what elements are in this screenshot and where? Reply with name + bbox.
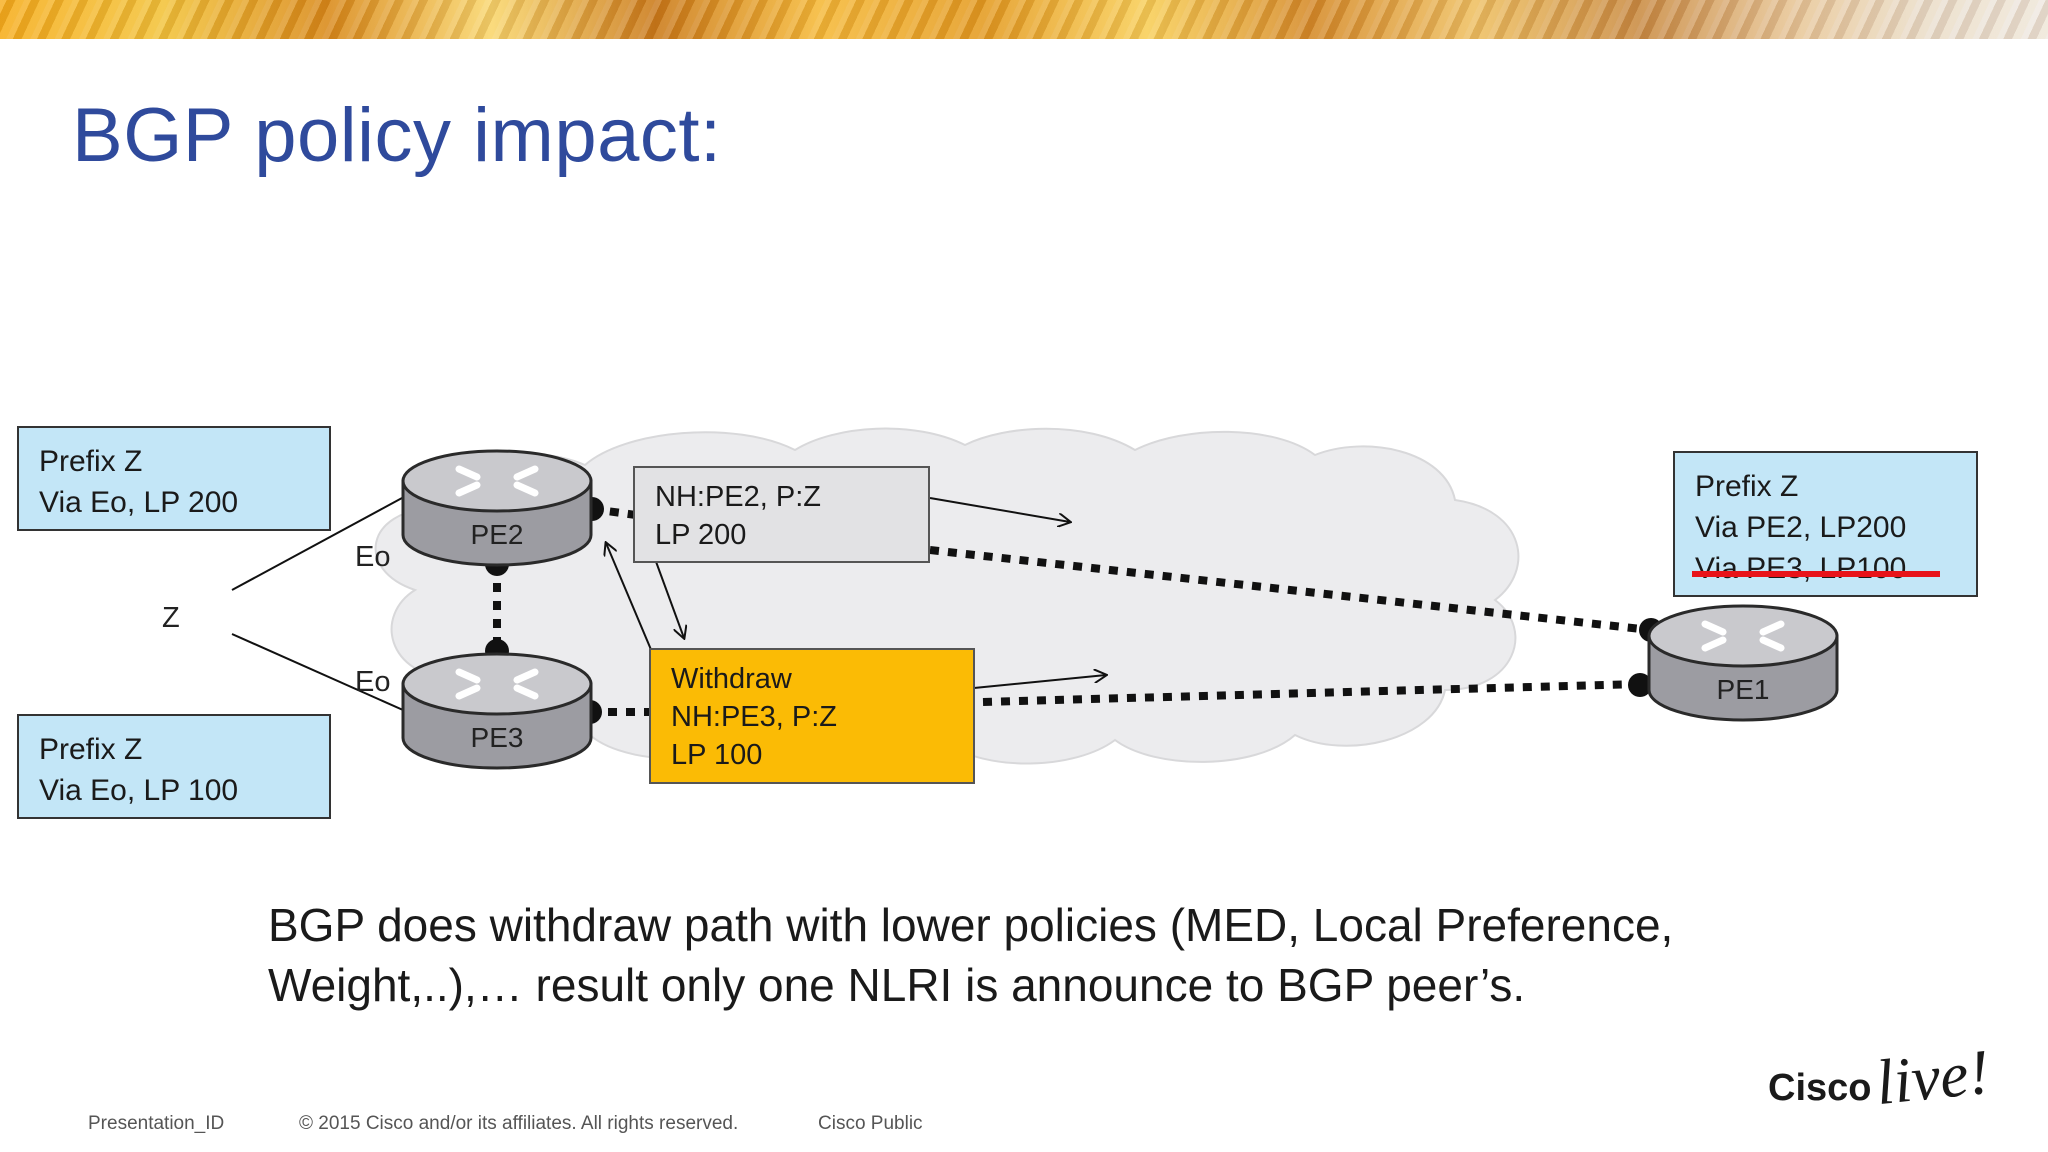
interface-label-eo-bottom: Eo xyxy=(355,666,391,698)
box-text: Prefix Z xyxy=(39,733,143,766)
router-icon xyxy=(1647,604,1839,722)
box-text: Via PE2, LP200 xyxy=(1695,511,1907,544)
box-text: Via Eo, LP 100 xyxy=(39,774,239,807)
box-text: LP 200 xyxy=(655,519,747,551)
prefix-box-pe1: Prefix Z Via PE2, LP200 Via PE3, LP100 xyxy=(1673,451,1978,597)
explanation-line: BGP does withdraw path with lower polici… xyxy=(268,899,1674,951)
box-text: Via Eo, LP 200 xyxy=(39,486,239,519)
header-banner xyxy=(0,0,2048,39)
box-text: NH:PE2, P:Z xyxy=(655,481,821,513)
logo-text-live: live! xyxy=(1872,1036,1992,1110)
prefix-box-top: Prefix Z Via Eo, LP 200 xyxy=(17,426,331,531)
cisco-live-logo: Cisco live! xyxy=(1768,1036,1993,1110)
router-pe1: PE1 xyxy=(1645,600,1841,726)
footer-copyright: © 2015 Cisco and/or its affiliates. All … xyxy=(299,1113,739,1134)
box-text: LP 100 xyxy=(671,739,763,771)
page-title: BGP policy impact: xyxy=(72,93,722,178)
router-pe3: PE3 xyxy=(399,648,595,774)
router-pe2: PE2 xyxy=(399,445,595,571)
prefix-box-bottom: Prefix Z Via Eo, LP 100 xyxy=(17,714,331,819)
struck-path: Via PE3, LP100 xyxy=(1695,548,1956,589)
box-text: Withdraw xyxy=(671,663,792,695)
struck-text: Via PE3, LP100 xyxy=(1695,548,1906,589)
box-text: NH:PE3, P:Z xyxy=(671,701,837,733)
footer-presentation-id: Presentation_ID xyxy=(88,1113,225,1134)
router-icon xyxy=(401,449,593,567)
router-label-pe3: PE3 xyxy=(470,722,524,753)
logo-text-cisco: Cisco xyxy=(1768,1067,1871,1109)
router-label-pe2: PE2 xyxy=(470,519,524,550)
router-icon xyxy=(401,652,593,770)
explanation-line: Weight,..),… result only one NLRI is ann… xyxy=(268,959,1526,1011)
router-label-pe1: PE1 xyxy=(1716,674,1770,705)
box-text: Prefix Z xyxy=(39,445,143,478)
node-label-z: Z xyxy=(162,602,180,634)
box-text: Prefix Z xyxy=(1695,470,1799,503)
withdraw-box-pe3: Withdraw NH:PE3, P:Z LP 100 xyxy=(649,648,975,784)
explanation-text: BGP does withdraw path with lower polici… xyxy=(268,895,1828,1015)
footer-classification: Cisco Public xyxy=(818,1113,923,1134)
update-box-pe2: NH:PE2, P:Z LP 200 xyxy=(633,466,930,563)
interface-label-eo-top: Eo xyxy=(355,541,391,573)
